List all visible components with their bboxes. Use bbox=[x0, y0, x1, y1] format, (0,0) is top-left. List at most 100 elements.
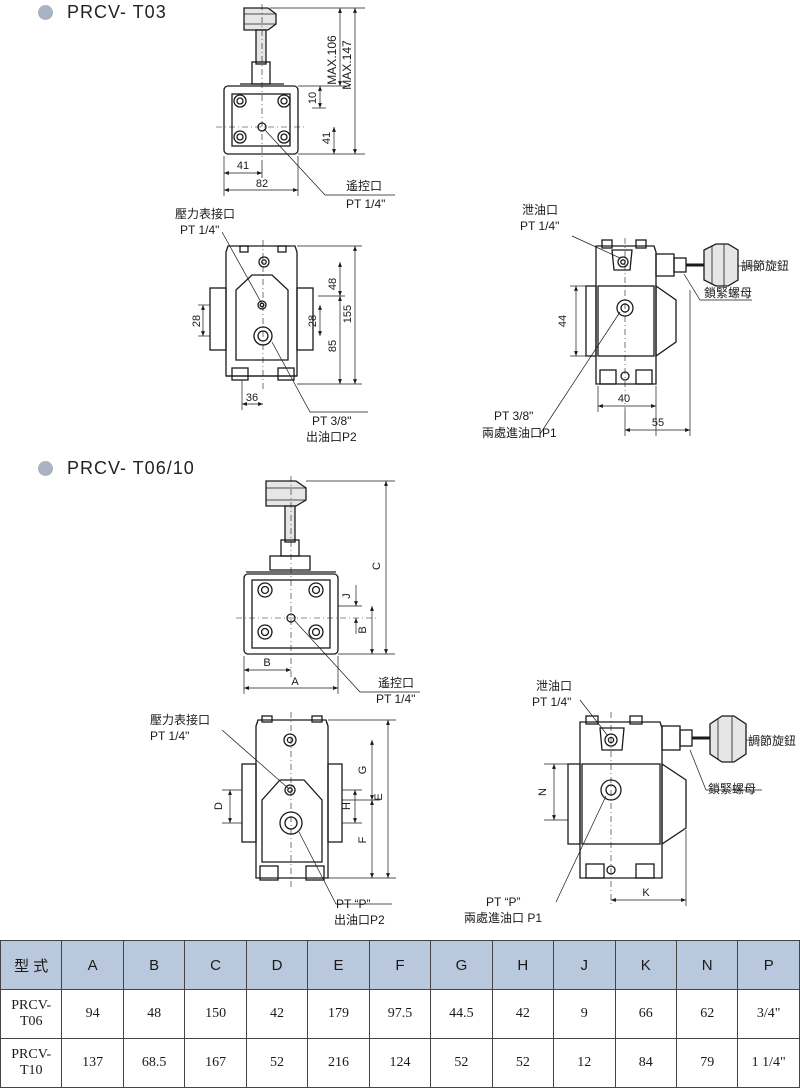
t03-top-view bbox=[216, 4, 395, 196]
dim-C: C bbox=[371, 562, 383, 570]
bullet-dot-icon bbox=[38, 461, 53, 476]
header-cell: P bbox=[737, 940, 800, 990]
section-header-t03: PRCV- T03 bbox=[38, 2, 167, 23]
t06-side-view bbox=[544, 699, 762, 906]
label-outlet: 出油口P2 bbox=[306, 430, 357, 444]
label-gauge-port: 壓力表接口 bbox=[175, 206, 235, 221]
table-cell: 52 bbox=[491, 1038, 555, 1088]
table-cell: 84 bbox=[614, 1038, 677, 1088]
section-header-t06: PRCV- T06/10 bbox=[38, 458, 195, 479]
table-cell: 9 bbox=[553, 989, 616, 1039]
table-cell: 52 bbox=[245, 1038, 309, 1088]
dim-N: N bbox=[537, 788, 549, 796]
table-cell: 12 bbox=[553, 1038, 616, 1088]
table-cell: PRCV-T10 bbox=[0, 1038, 63, 1088]
table-row: PRCV-T06 94 48 150 42 179 97.5 44.5 42 9… bbox=[0, 989, 800, 1039]
label-drain-port-t06: 泄油口 bbox=[536, 679, 572, 693]
dim-H: H bbox=[341, 802, 353, 810]
table-cell: 1 1/4" bbox=[737, 1038, 800, 1088]
dim-41-horizontal: 41 bbox=[237, 160, 249, 172]
spec-table: 型 式 A B C D E F G H J K N P PRCV-T06 94 … bbox=[0, 940, 800, 1088]
header-cell: G bbox=[430, 940, 493, 990]
label-outlet-t06: 出油口P2 bbox=[334, 913, 385, 927]
header-cell: D bbox=[245, 940, 309, 990]
table-cell: 62 bbox=[675, 989, 739, 1039]
dim-36: 36 bbox=[246, 392, 258, 404]
dim-10: 10 bbox=[307, 92, 319, 104]
label-remote-port-pt: PT 1/4" bbox=[346, 197, 385, 211]
dim-48: 48 bbox=[327, 278, 339, 290]
dim-K: K bbox=[642, 887, 650, 899]
table-cell: 167 bbox=[184, 1038, 247, 1088]
header-cell: J bbox=[553, 940, 616, 990]
table-header-row: 型 式 A B C D E F G H J K N P bbox=[0, 940, 800, 990]
label-lock-nut-t06: 鎖緊螺母 bbox=[708, 781, 756, 796]
table-row: PRCV-T10 137 68.5 167 52 216 124 52 52 1… bbox=[0, 1038, 800, 1088]
dim-B-vertical: B bbox=[357, 626, 369, 633]
table-cell: 3/4" bbox=[737, 989, 800, 1039]
technical-drawing: MAX.106 MAX.147 10 41 41 82 遙控口 PT 1/4" … bbox=[150, 4, 796, 927]
label-drain-port-pt: PT 1/4" bbox=[520, 219, 559, 233]
table-cell: 52 bbox=[430, 1038, 493, 1088]
dim-41-vertical: 41 bbox=[321, 132, 333, 144]
label-drain-port-t06-pt: PT 1/4" bbox=[532, 695, 571, 709]
label-remote-port-t06: 遙控口 bbox=[378, 676, 414, 690]
dim-44: 44 bbox=[557, 315, 569, 327]
dim-82: 82 bbox=[256, 178, 268, 190]
label-lock-nut: 鎖緊螺母 bbox=[704, 285, 752, 300]
table-cell: 48 bbox=[122, 989, 186, 1039]
label-adjust-knob-t06: 調節旋鈕 bbox=[748, 733, 796, 748]
header-cell: C bbox=[184, 940, 247, 990]
dim-G: G bbox=[357, 766, 369, 775]
section-title-t06: PRCV- T06/10 bbox=[67, 458, 195, 478]
dim-55: 55 bbox=[652, 417, 664, 429]
table-cell: 124 bbox=[368, 1038, 432, 1088]
dim-40: 40 bbox=[618, 393, 630, 405]
dim-A: A bbox=[291, 676, 299, 688]
t06-top-view bbox=[236, 476, 420, 694]
label-adjust-knob: 調節旋鈕 bbox=[741, 258, 789, 273]
label-inlet-t06: 兩處進油口 P1 bbox=[464, 911, 542, 925]
table-cell: 179 bbox=[307, 989, 370, 1039]
table-cell: 42 bbox=[491, 989, 555, 1039]
t06-front-view bbox=[221, 712, 396, 905]
label-outlet-pt: PT 3/8" bbox=[312, 414, 351, 428]
header-cell: N bbox=[675, 940, 739, 990]
label-drain-port: 泄油口 bbox=[522, 203, 558, 217]
label-outlet-t06-pt: PT “P” bbox=[336, 897, 370, 911]
dim-E: E bbox=[373, 793, 385, 800]
header-cell: E bbox=[307, 940, 370, 990]
section-title-t03: PRCV- T03 bbox=[67, 2, 167, 22]
label-gauge-port-t06-pt: PT 1/4" bbox=[150, 729, 189, 743]
table-cell: 42 bbox=[245, 989, 309, 1039]
header-cell: B bbox=[122, 940, 186, 990]
t03-front-view bbox=[198, 231, 368, 413]
table-cell: 66 bbox=[614, 989, 677, 1039]
table-cell: 94 bbox=[61, 989, 124, 1039]
table-cell: 68.5 bbox=[122, 1038, 186, 1088]
dim-85: 85 bbox=[327, 340, 339, 352]
label-remote-port-t06-pt: PT 1/4" bbox=[376, 692, 415, 706]
table-cell: PRCV-T06 bbox=[0, 989, 63, 1039]
label-inlet-pt: PT 3/8" bbox=[494, 409, 533, 423]
label-inlet-t06-pt: PT “P” bbox=[486, 895, 520, 909]
dim-max106: MAX.106 bbox=[325, 35, 339, 85]
header-cell: F bbox=[368, 940, 432, 990]
label-gauge-port-t06: 壓力表接口 bbox=[150, 712, 210, 727]
t03-side-view bbox=[539, 235, 760, 436]
dim-B-horizontal: B bbox=[263, 657, 270, 669]
header-cell: H bbox=[491, 940, 555, 990]
bullet-dot-icon bbox=[38, 5, 53, 20]
table-cell: 137 bbox=[61, 1038, 124, 1088]
dim-max147: MAX.147 bbox=[340, 40, 354, 90]
label-gauge-port-pt: PT 1/4" bbox=[180, 223, 219, 237]
header-cell: A bbox=[61, 940, 124, 990]
header-cell: 型 式 bbox=[0, 940, 63, 990]
table-cell: 216 bbox=[307, 1038, 370, 1088]
dim-D: D bbox=[213, 802, 225, 810]
label-inlet: 兩處進油口P1 bbox=[482, 426, 557, 440]
dim-F: F bbox=[357, 836, 369, 843]
table-cell: 79 bbox=[675, 1038, 739, 1088]
table-cell: 97.5 bbox=[368, 989, 432, 1039]
header-cell: K bbox=[614, 940, 677, 990]
